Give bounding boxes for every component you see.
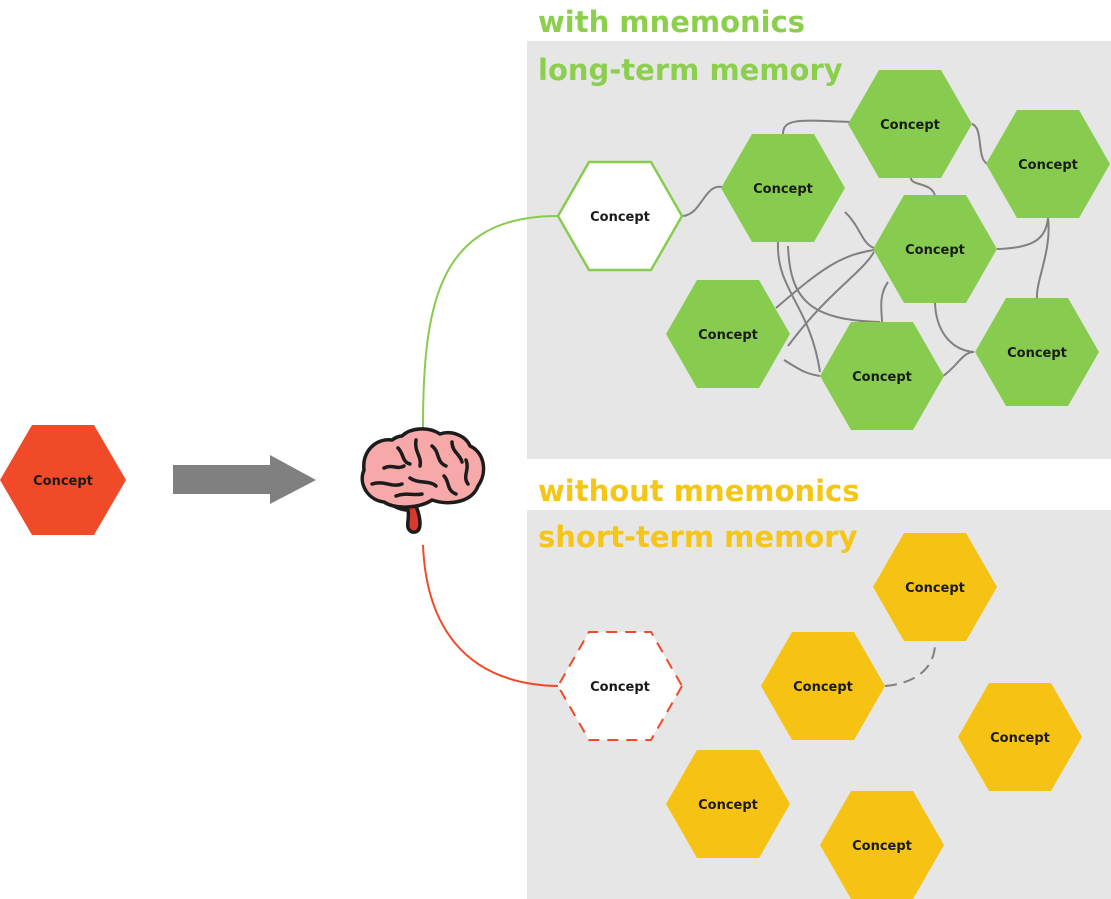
long-term-connections <box>682 119 1050 377</box>
concept-label: Concept <box>793 680 853 695</box>
long-term-concept-hexagon: Concept <box>975 298 1099 406</box>
concept-label: Concept <box>852 370 912 385</box>
concept-label: Concept <box>590 680 650 695</box>
right-arrow-icon <box>173 455 316 504</box>
short-term-concept-hexagon: Concept <box>820 791 944 899</box>
without-mnemonics-heading: without mnemonics <box>538 474 859 508</box>
short-term-concepts: Concept Concept Concept Concept Concept <box>666 533 1082 899</box>
long-term-entry-concept-hexagon: Concept <box>556 160 684 272</box>
green-branch-line <box>422 215 559 429</box>
connector-line <box>787 251 875 347</box>
concept-label: Concept <box>852 839 912 854</box>
long-term-concept-hexagon: Concept <box>721 134 845 242</box>
short-term-dashed-connector <box>884 640 937 687</box>
connector-line <box>910 177 936 197</box>
connector-line <box>775 249 875 309</box>
short-term-memory-heading: short-term memory <box>538 520 858 554</box>
long-term-concept-hexagon: Concept <box>986 110 1110 218</box>
concept-label: Concept <box>753 182 813 197</box>
concept-label: Concept <box>590 210 650 225</box>
connector-line <box>996 217 1049 250</box>
concept-label: Concept <box>905 243 965 258</box>
connector-line <box>787 245 881 323</box>
concept-label: Concept <box>1018 158 1078 173</box>
short-term-concept-hexagon: Concept <box>873 533 997 641</box>
concept-label: Concept <box>905 581 965 596</box>
connector-line <box>844 211 875 249</box>
concept-label: Concept <box>698 328 758 343</box>
input-concept-hexagon: Concept <box>0 425 126 535</box>
with-mnemonics-heading: with mnemonics <box>538 5 805 39</box>
long-term-concept-hexagon: Concept <box>848 70 972 178</box>
connector-line <box>971 123 989 165</box>
long-term-concept-hexagon: Concept <box>666 280 790 388</box>
long-term-concept-hexagon: Concept <box>873 195 997 303</box>
short-term-concept-hexagon: Concept <box>761 632 885 740</box>
long-term-concept-hexagon: Concept <box>820 322 944 430</box>
connector-line <box>682 185 723 217</box>
concept-label: Concept <box>33 474 93 489</box>
connector-line <box>776 241 821 373</box>
connector-line <box>783 359 821 377</box>
long-term-memory-heading: long-term memory <box>538 53 843 87</box>
connector-line <box>880 281 889 323</box>
red-branch-line <box>422 544 559 687</box>
connector-line <box>1035 217 1050 299</box>
concept-label: Concept <box>1007 346 1067 361</box>
brain-icon <box>360 427 486 534</box>
concept-label: Concept <box>990 731 1050 746</box>
long-term-concepts: Concept Concept Concept Concept Concept … <box>666 70 1110 430</box>
concept-label: Concept <box>698 798 758 813</box>
connector-line <box>942 351 975 377</box>
connector-line <box>782 119 851 135</box>
concept-label: Concept <box>880 118 940 133</box>
short-term-entry-concept-hexagon: Concept <box>556 631 684 741</box>
short-term-concept-hexagon: Concept <box>958 683 1082 791</box>
connector-line <box>934 302 975 353</box>
short-term-concept-hexagon: Concept <box>666 750 790 858</box>
